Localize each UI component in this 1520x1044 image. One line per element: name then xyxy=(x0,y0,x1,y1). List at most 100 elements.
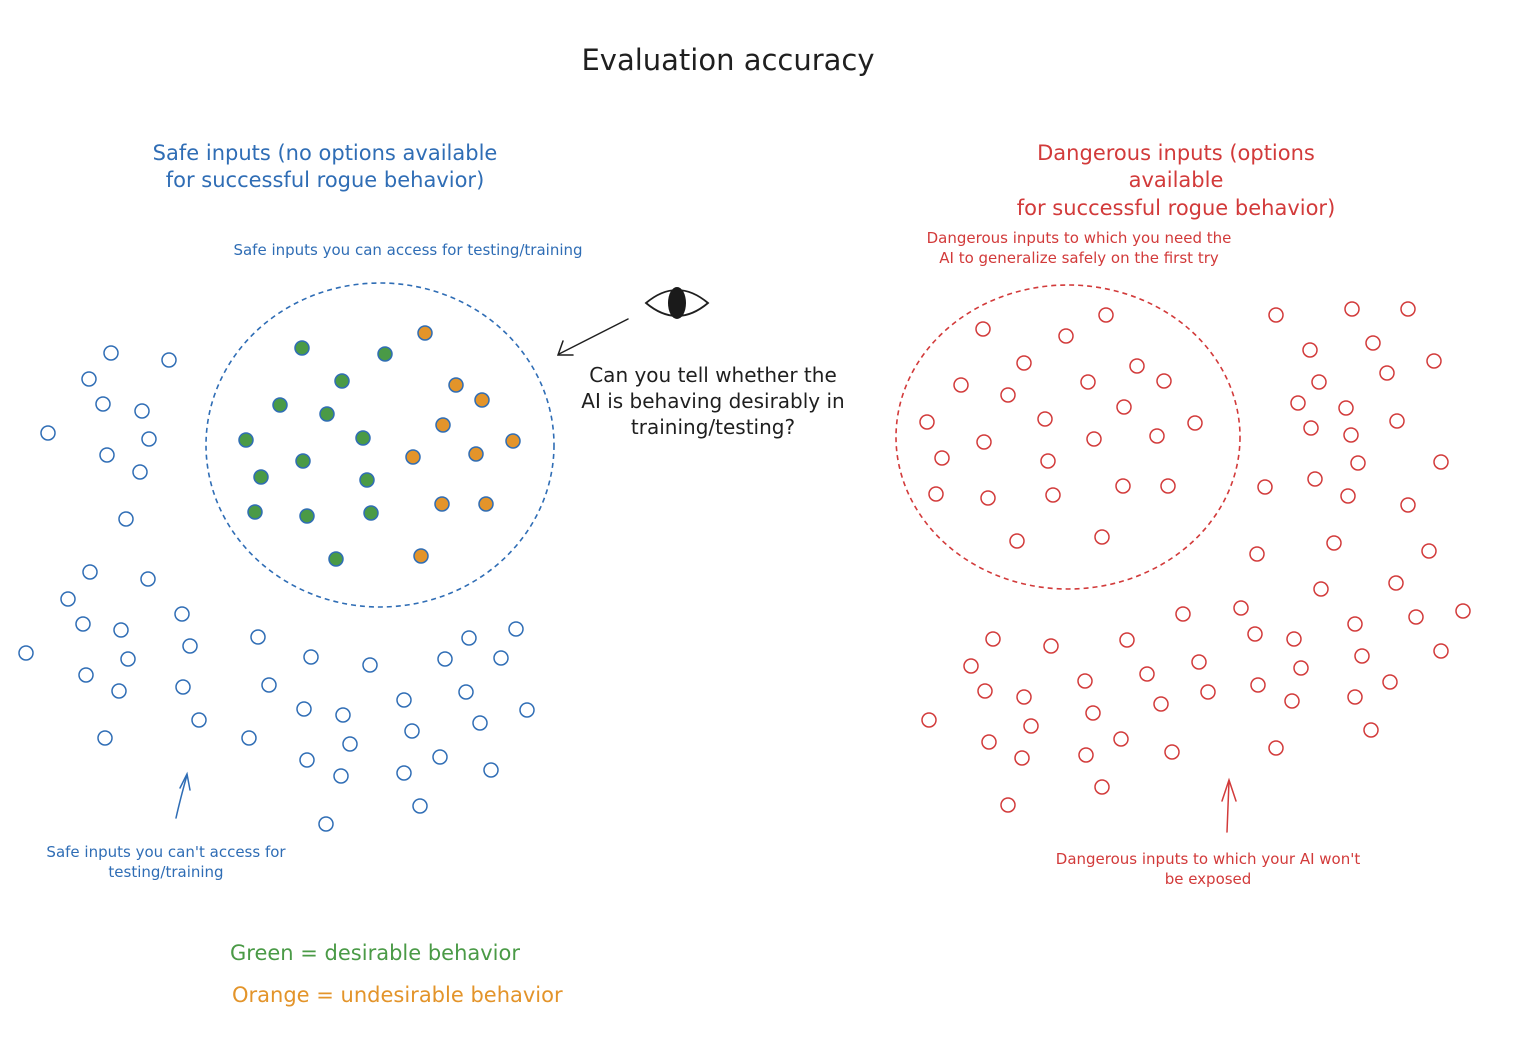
undesirable-dot xyxy=(413,548,429,564)
safe-input-dot xyxy=(261,677,277,693)
safe-input-dot xyxy=(250,629,266,645)
safe-input-dot xyxy=(161,352,177,368)
dangerous-generalize-label: Dangerous inputs to which you need the A… xyxy=(926,229,1232,267)
dangerous-input-dot xyxy=(1000,387,1016,403)
dangerous-dots-group xyxy=(919,301,1471,813)
dangerous-input-dot xyxy=(1347,616,1363,632)
dangerous-input-dot xyxy=(1268,740,1284,756)
safe-input-dot xyxy=(82,564,98,580)
safe-input-dot xyxy=(78,667,94,683)
dangerous-input-dot xyxy=(1344,301,1360,317)
dangerous-input-dot xyxy=(919,414,935,430)
dangerous-input-dot xyxy=(1426,353,1442,369)
safe-input-dot xyxy=(174,606,190,622)
dangerous-input-dot xyxy=(963,658,979,674)
dangerous-input-dot xyxy=(1290,395,1306,411)
safe-input-dot xyxy=(132,464,148,480)
dangerous-input-dot xyxy=(1293,660,1309,676)
undesirable-dot xyxy=(448,377,464,393)
dangerous-input-dot xyxy=(1303,420,1319,436)
safe-input-dot xyxy=(95,396,111,412)
safe-input-dot xyxy=(437,651,453,667)
dangerous-input-dot xyxy=(1016,355,1032,371)
dangerous-input-dot xyxy=(1350,455,1366,471)
dangerous-input-dot xyxy=(1037,411,1053,427)
dangerous-input-dot xyxy=(1045,487,1061,503)
dangerous-generalize-region xyxy=(895,284,1241,590)
dangerous-input-dot xyxy=(1233,600,1249,616)
dangerous-input-dot xyxy=(1077,673,1093,689)
dangerous-unexposed-arrow-icon xyxy=(1221,777,1237,833)
dangerous-input-dot xyxy=(1382,674,1398,690)
safe-input-dot xyxy=(493,650,509,666)
dangerous-input-dot xyxy=(1307,471,1323,487)
dangerous-input-dot xyxy=(1009,533,1025,549)
eye-arrow-icon xyxy=(556,318,629,356)
question-text: Can you tell whether the AI is behaving … xyxy=(581,363,845,439)
desirable-dot xyxy=(363,505,379,521)
safe-input-dot xyxy=(318,816,334,832)
dangerous-input-dot xyxy=(1149,428,1165,444)
safe-input-dot xyxy=(191,712,207,728)
dangerous-input-dot xyxy=(1016,689,1032,705)
safe-input-dot xyxy=(120,651,136,667)
undesirable-dot xyxy=(474,392,490,408)
safe-inputs-heading: Safe inputs (no options available for su… xyxy=(152,141,498,193)
safe-input-dot xyxy=(18,645,34,661)
dangerous-input-dot xyxy=(1388,575,1404,591)
dangerous-input-dot xyxy=(1187,415,1203,431)
dangerous-input-dot xyxy=(975,321,991,337)
page-title: Evaluation accuracy xyxy=(581,43,875,77)
dangerous-input-dot xyxy=(1311,374,1327,390)
dangerous-input-dot xyxy=(1313,581,1329,597)
dangerous-input-dot xyxy=(976,434,992,450)
dangerous-input-dot xyxy=(1354,648,1370,664)
safe-input-dot xyxy=(99,447,115,463)
desirable-dot xyxy=(294,340,310,356)
dangerous-input-dot xyxy=(1379,365,1395,381)
safe-input-dot xyxy=(342,736,358,752)
dangerous-input-dot xyxy=(1043,638,1059,654)
safe-input-dot xyxy=(103,345,119,361)
desirable-dot xyxy=(272,397,288,413)
dangerous-input-dot xyxy=(1191,654,1207,670)
safe-input-dot xyxy=(111,683,127,699)
desirable-dot xyxy=(247,504,263,520)
dangerous-input-dot xyxy=(1139,666,1155,682)
safe-input-dot xyxy=(508,621,524,637)
dangerous-unexposed-label: Dangerous inputs to which your AI won't … xyxy=(1055,850,1361,888)
safe-input-dot xyxy=(432,749,448,765)
safe-input-dot xyxy=(60,591,76,607)
dangerous-input-dot xyxy=(1098,307,1114,323)
safe-input-dot xyxy=(40,425,56,441)
safe-input-dot xyxy=(296,701,312,717)
safe-input-dot xyxy=(113,622,129,638)
dangerous-input-dot xyxy=(1400,301,1416,317)
undesirable-dot xyxy=(478,496,494,512)
dangerous-input-dot xyxy=(1175,606,1191,622)
safe-accessible-label: Safe inputs you can access for testing/t… xyxy=(233,241,583,259)
desirable-dot xyxy=(319,406,335,422)
dangerous-input-dot xyxy=(1338,400,1354,416)
desirable-dot xyxy=(359,472,375,488)
dangerous-input-dot xyxy=(1284,693,1300,709)
safe-input-dot xyxy=(303,649,319,665)
dangerous-input-dot xyxy=(980,490,996,506)
dangerous-input-dot xyxy=(1400,497,1416,513)
dangerous-input-dot xyxy=(1286,631,1302,647)
safe-input-dot xyxy=(483,762,499,778)
dangerous-input-dot xyxy=(1340,488,1356,504)
safe-input-dot xyxy=(140,571,156,587)
dangerous-input-dot xyxy=(1250,677,1266,693)
dangerous-input-dot xyxy=(981,734,997,750)
safe-input-dot xyxy=(396,692,412,708)
undesirable-dot xyxy=(417,325,433,341)
safe-input-dot xyxy=(141,431,157,447)
dangerous-input-dot xyxy=(1249,546,1265,562)
dangerous-input-dot xyxy=(934,450,950,466)
safe-input-dot xyxy=(241,730,257,746)
dangerous-input-dot xyxy=(1094,779,1110,795)
safe-input-dot xyxy=(458,684,474,700)
safe-input-dot xyxy=(472,715,488,731)
